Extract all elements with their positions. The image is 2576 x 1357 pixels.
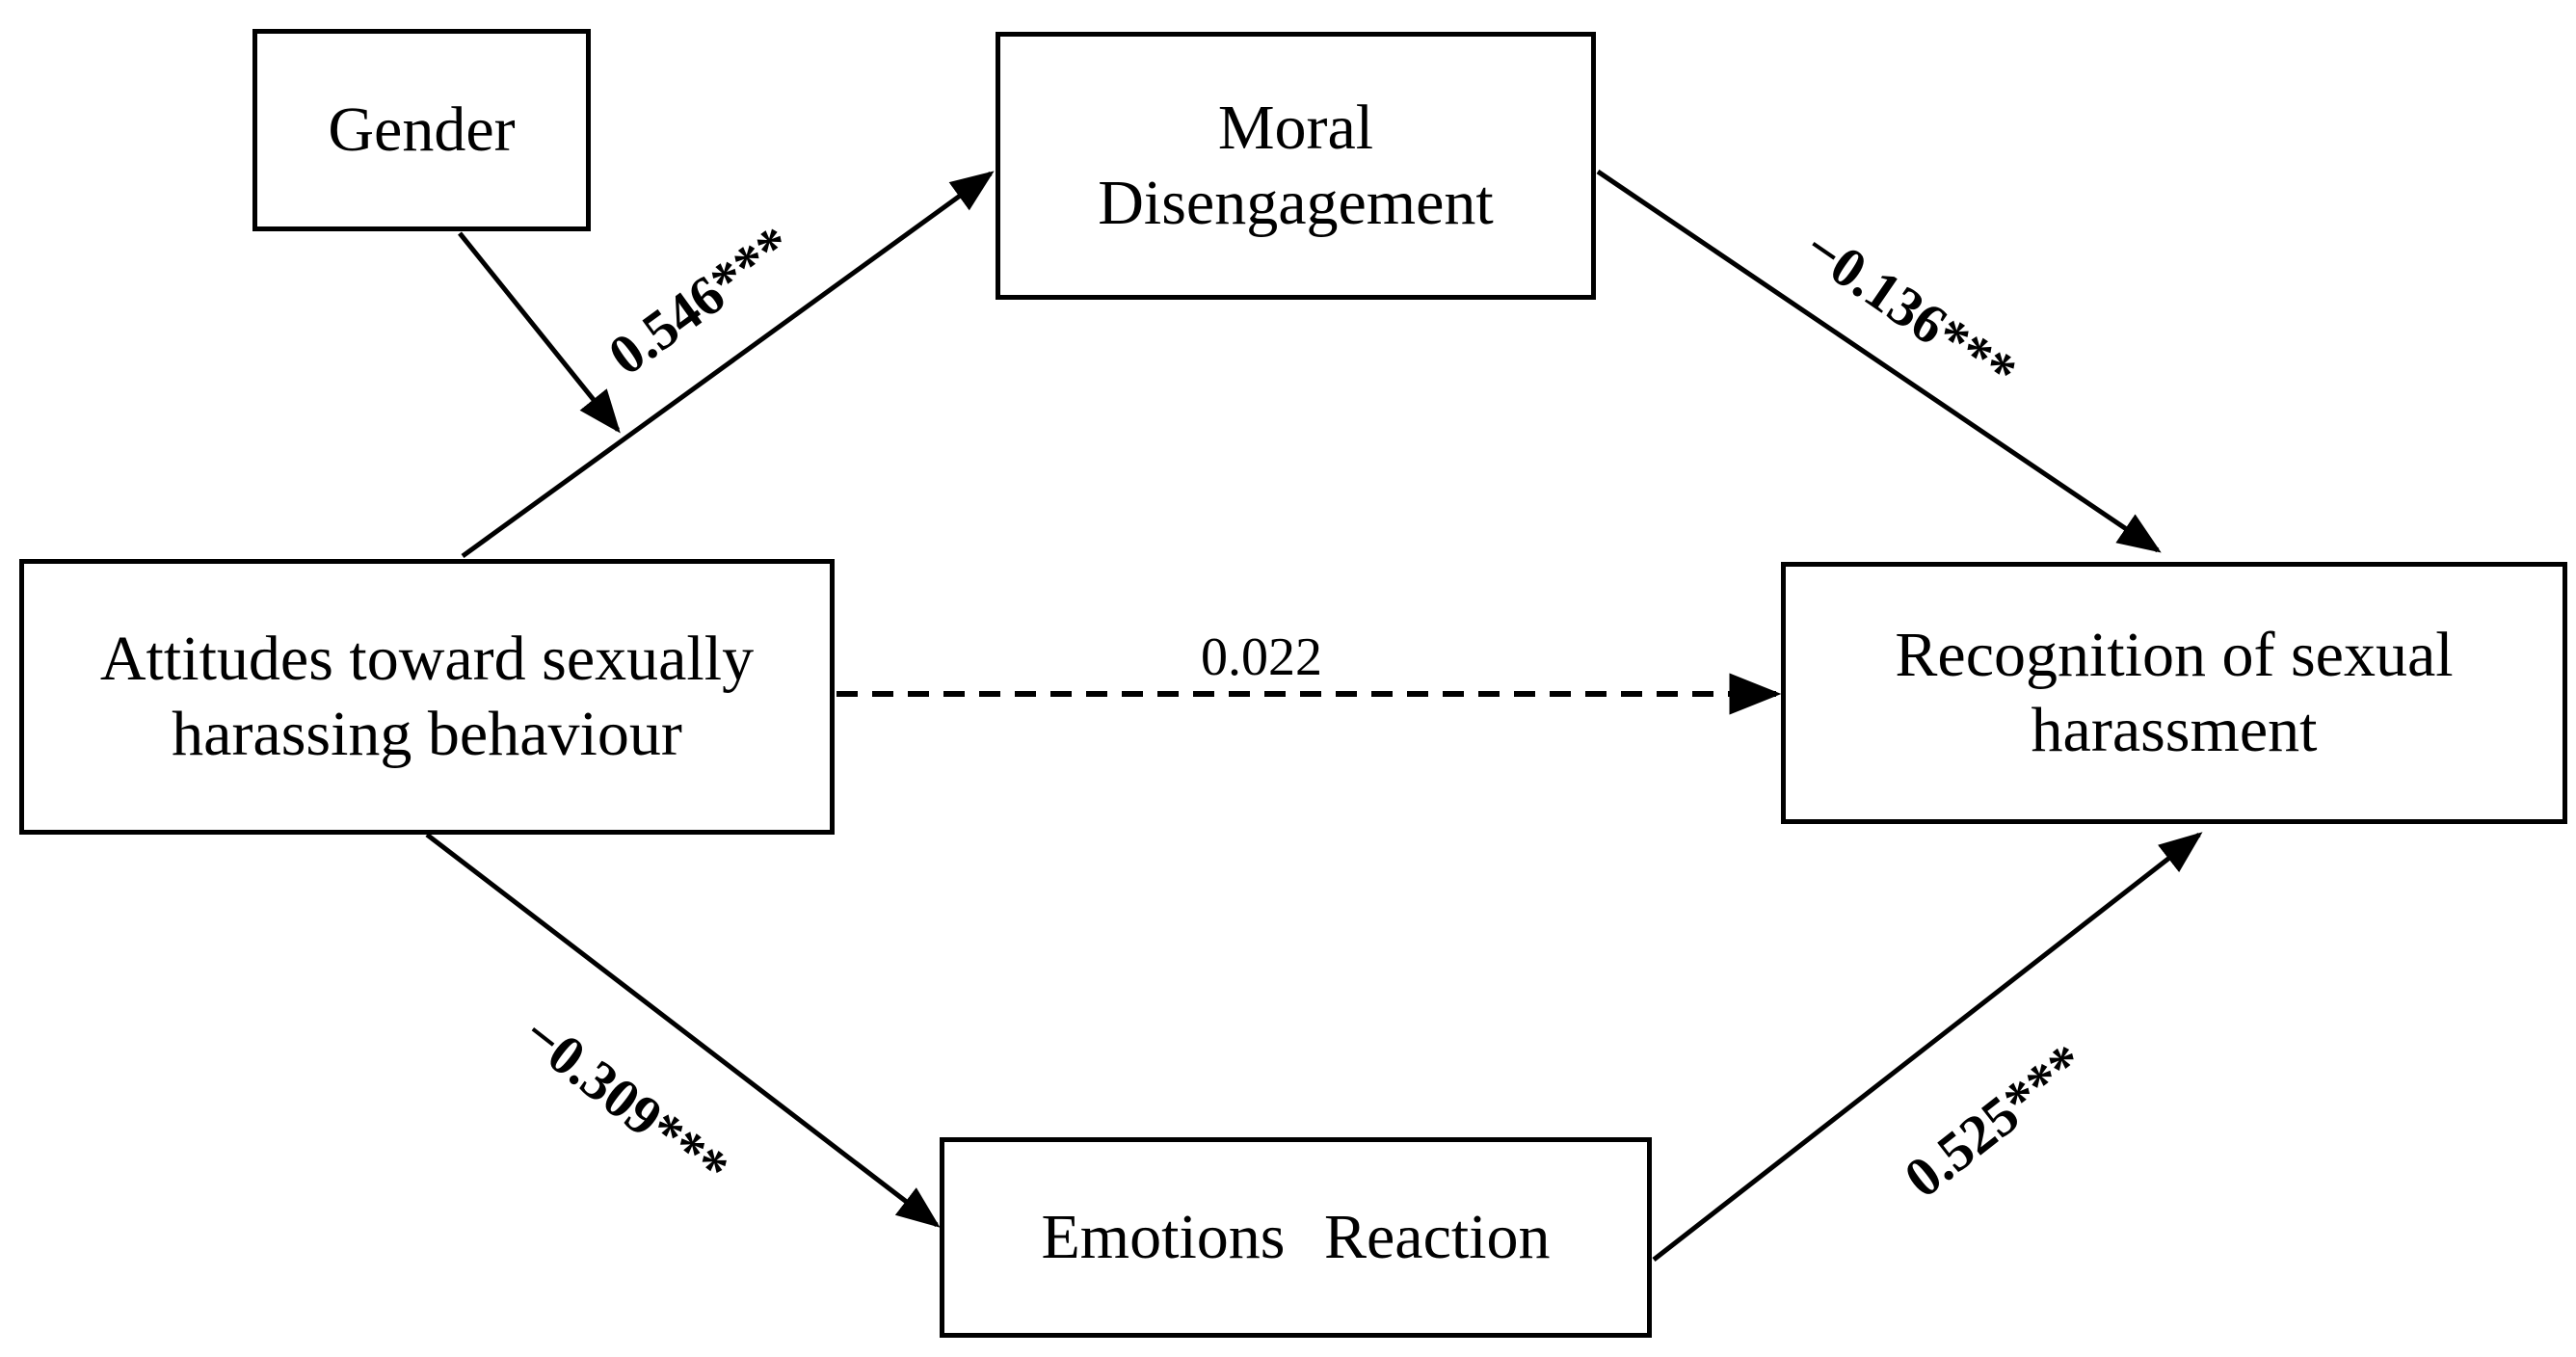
node-emotions-reaction-label: Emotions Reaction [1041,1202,1551,1272]
arrow-attitudes-to-moral [461,171,995,559]
arrow-emotions-to-recognition [1652,832,2203,1262]
node-moral-disengagement: Moral Disengagement [996,32,1596,300]
node-moral-disengagement-label-line1: Moral [1217,93,1374,163]
node-recognition: Recognition of sexual harassment [1781,562,2567,824]
node-recognition-label-line2: harassment [2031,695,2318,765]
arrow-attitudes-to-emotions [425,833,941,1228]
node-recognition-label-line1: Recognition of sexual [1895,620,2454,690]
node-gender: Gender [252,29,591,231]
node-emotions-reaction: Emotions Reaction [940,1137,1652,1338]
node-attitudes-label-line1: Attitudes toward sexually [99,624,755,694]
node-moral-disengagement-label-line2: Disengagement [1098,168,1494,238]
node-gender-label: Gender [328,94,516,165]
arrow-moral-to-recognition [1596,169,2162,553]
coefficient-attitudes-to-recognition: 0.022 [1201,627,1322,687]
node-attitudes-label-line2: harassing behaviour [172,699,682,769]
arrow-gender-covariate [458,231,621,434]
node-attitudes: Attitudes toward sexually harassing beha… [19,559,835,835]
